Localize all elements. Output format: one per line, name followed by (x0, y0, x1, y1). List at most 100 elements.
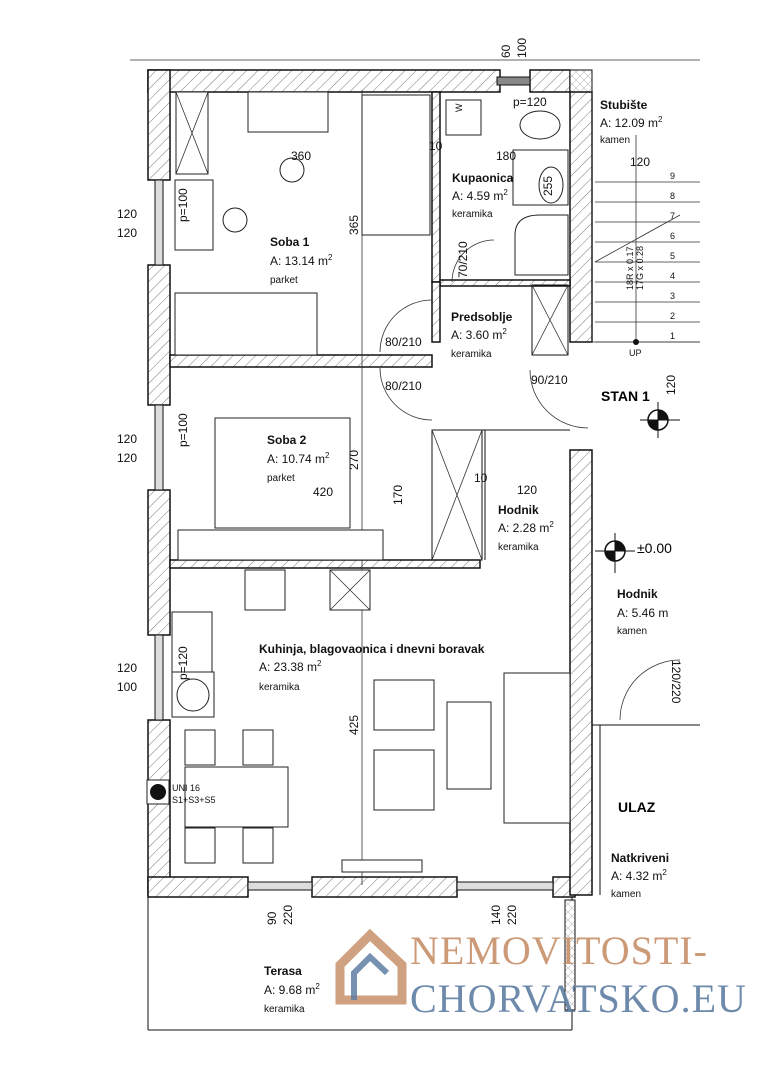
stair-number: 5 (670, 251, 675, 261)
svg-text:kamen: kamen (600, 135, 630, 146)
room-soba1: Soba 1 A: 13.14 m2 parket (270, 235, 333, 286)
svg-text:Hodnik: Hodnik (498, 503, 539, 517)
svg-text:kamen: kamen (611, 889, 641, 900)
walls (147, 69, 593, 898)
level-label: ±0.00 (637, 540, 672, 556)
svg-text:W: W (454, 103, 464, 112)
room-kupaonica: Kupaonica A: 4.59 m2 keramika (452, 171, 514, 220)
svg-text:keramika: keramika (264, 1004, 305, 1015)
svg-text:120: 120 (117, 207, 137, 221)
svg-text:keramika: keramika (259, 682, 300, 693)
svg-text:90/210: 90/210 (531, 373, 568, 387)
bed-soba1 (361, 94, 431, 236)
watermark-logo: NEMOVITOSTI- CHORVATSKO.EU (335, 928, 747, 1021)
svg-text:parket: parket (267, 473, 295, 484)
stairs (594, 135, 700, 345)
svg-text:A: 5.46 m: A: 5.46 m (617, 606, 668, 620)
svg-text:Stubište: Stubište (600, 98, 648, 112)
windows (154, 76, 554, 891)
stair-number: 4 (670, 271, 675, 281)
coffee-table (446, 701, 492, 790)
svg-text:18R x 0.17: 18R x 0.17 (625, 246, 635, 290)
svg-text:Soba 2: Soba 2 (267, 433, 307, 447)
svg-text:p=100: p=100 (176, 188, 190, 222)
svg-text:Kuhinja, blagovaonica i dnevni: Kuhinja, blagovaonica i dnevni boravak (259, 642, 485, 656)
stair-number: 3 (670, 291, 675, 301)
entrance-label: ULAZ (618, 799, 656, 815)
svg-text:A: 9.68 m2: A: 9.68 m2 (264, 982, 320, 997)
stair-number: 2 (670, 311, 675, 321)
labels: STAN 1 ULAZ ±0.00 UP 18R x 0.17 17G x 0.… (172, 103, 672, 815)
room-kuhinja: Kuhinja, blagovaonica i dnevni boravak A… (259, 642, 485, 693)
svg-text:80/210: 80/210 (385, 379, 422, 393)
svg-text:parket: parket (270, 275, 298, 286)
stair-number: 1 (670, 331, 675, 341)
room-hodnik: Hodnik A: 2.28 m2 keramika (498, 503, 554, 553)
level-marker-icon (640, 402, 680, 438)
svg-text:Terasa: Terasa (264, 964, 302, 978)
svg-text:keramika: keramika (451, 349, 492, 360)
dining-table (184, 766, 289, 828)
svg-text:S1+S3+S5: S1+S3+S5 (172, 795, 216, 805)
stove (244, 569, 286, 611)
svg-text:p=100: p=100 (176, 413, 190, 447)
sofa (503, 672, 571, 824)
svg-text:kamen: kamen (617, 626, 647, 637)
stair-numbers: 9 8 7 6 5 4 3 2 1 (670, 171, 675, 341)
svg-text:A: 10.74 m2: A: 10.74 m2 (267, 451, 330, 466)
apartment-label: STAN 1 (601, 388, 650, 404)
svg-text:120: 120 (630, 155, 650, 169)
svg-text:17G x 0.28: 17G x 0.28 (635, 246, 645, 290)
svg-text:p=120: p=120 (513, 95, 547, 109)
room-hodnik-common: Hodnik A: 5.46 m kamen (617, 587, 668, 637)
svg-text:220: 220 (505, 905, 519, 925)
room-natkriveni: Natkriveni A: 4.32 m2 kamen (611, 851, 669, 900)
stair-number: 8 (670, 191, 675, 201)
svg-text:120: 120 (117, 661, 137, 675)
svg-text:425: 425 (347, 715, 361, 735)
svg-text:120: 120 (117, 432, 137, 446)
furniture (146, 91, 576, 1011)
dimensions: 60 100 p=120 180 255 120 360 365 10 p=10… (117, 38, 683, 925)
svg-text:A: 13.14 m2: A: 13.14 m2 (270, 253, 333, 268)
svg-text:Hodnik: Hodnik (617, 587, 658, 601)
svg-text:365: 365 (347, 215, 361, 235)
svg-text:220: 220 (281, 905, 295, 925)
svg-text:140: 140 (489, 905, 503, 925)
svg-text:Soba 1: Soba 1 (270, 235, 310, 249)
stair-number: 7 (670, 211, 675, 221)
svg-text:120: 120 (664, 375, 678, 395)
svg-text:170: 170 (391, 485, 405, 505)
svg-text:p=120: p=120 (176, 646, 190, 680)
svg-text:A: 2.28 m2: A: 2.28 m2 (498, 520, 554, 535)
watermark-line-2: CHORVATSKO.EU (410, 976, 747, 1021)
svg-text:120: 120 (117, 451, 137, 465)
svg-text:10: 10 (429, 139, 443, 153)
svg-text:70/210: 70/210 (456, 241, 470, 278)
svg-text:100: 100 (117, 680, 137, 694)
svg-text:A: 3.60 m2: A: 3.60 m2 (451, 327, 507, 342)
svg-text:180: 180 (496, 149, 516, 163)
svg-text:A: 12.09 m2: A: 12.09 m2 (600, 115, 663, 130)
bed-soba1-2 (174, 292, 318, 356)
chimney-label: UNI 16 (172, 783, 200, 793)
level-marker-icon (595, 533, 635, 573)
svg-text:A: 23.38 m2: A: 23.38 m2 (259, 659, 322, 674)
bed-soba2 (214, 417, 351, 529)
svg-text:80/210: 80/210 (385, 335, 422, 349)
svg-text:90: 90 (265, 911, 279, 925)
room-terasa: Terasa A: 9.68 m2 keramika (264, 964, 320, 1015)
svg-text:keramika: keramika (498, 542, 539, 553)
svg-text:255: 255 (541, 176, 555, 196)
stair-number: 9 (670, 171, 675, 181)
svg-text:120: 120 (117, 226, 137, 240)
svg-text:10: 10 (474, 471, 488, 485)
room-soba2: Soba 2 A: 10.74 m2 parket (267, 433, 330, 484)
svg-text:60: 60 (499, 44, 513, 58)
svg-text:360: 360 (291, 149, 311, 163)
stair-number: 6 (670, 231, 675, 241)
watermark-line-1: NEMOVITOSTI- (410, 928, 708, 973)
svg-text:A: 4.32 m2: A: 4.32 m2 (611, 868, 667, 883)
up-label: UP (629, 348, 642, 358)
